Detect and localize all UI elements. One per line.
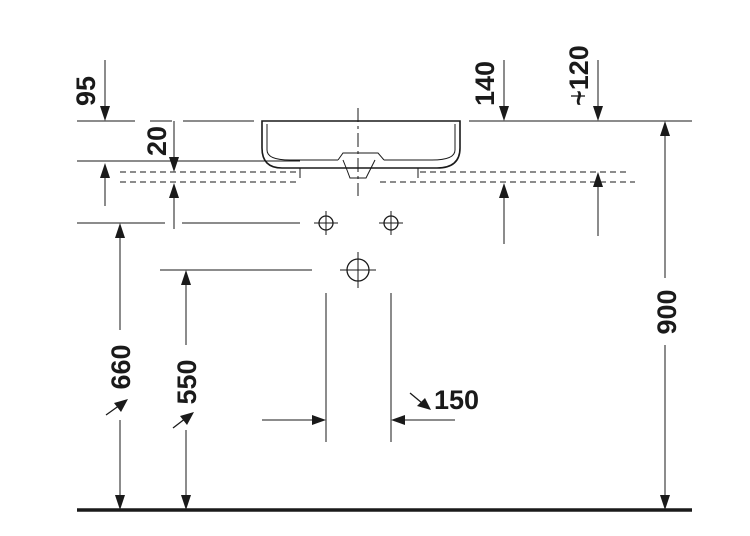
countertop [77, 160, 635, 183]
dim-120 [593, 60, 603, 236]
dim-95-label: 95 [71, 76, 101, 106]
dim-550 [181, 270, 191, 510]
dim-660-label: 660 [106, 344, 136, 389]
dim-660 [115, 223, 125, 510]
dim-95 [100, 60, 110, 206]
washbasin [261, 120, 461, 179]
dim-20 [169, 121, 179, 229]
dim-140-label: 140 [470, 61, 500, 106]
supply-spacing-lines [262, 293, 455, 442]
pointer-arrows [105, 95, 585, 429]
supply-connections [77, 211, 403, 235]
dim-20-label: 20 [142, 126, 172, 156]
waste-connection [160, 252, 376, 288]
dim-550-label: 550 [172, 359, 202, 404]
dim-140 [499, 60, 509, 244]
dim-150-label: 150 [434, 385, 479, 415]
dim-900 [660, 121, 670, 510]
dim-900-label: 900 [652, 289, 682, 334]
dim-120-label: ~120 [564, 45, 594, 106]
